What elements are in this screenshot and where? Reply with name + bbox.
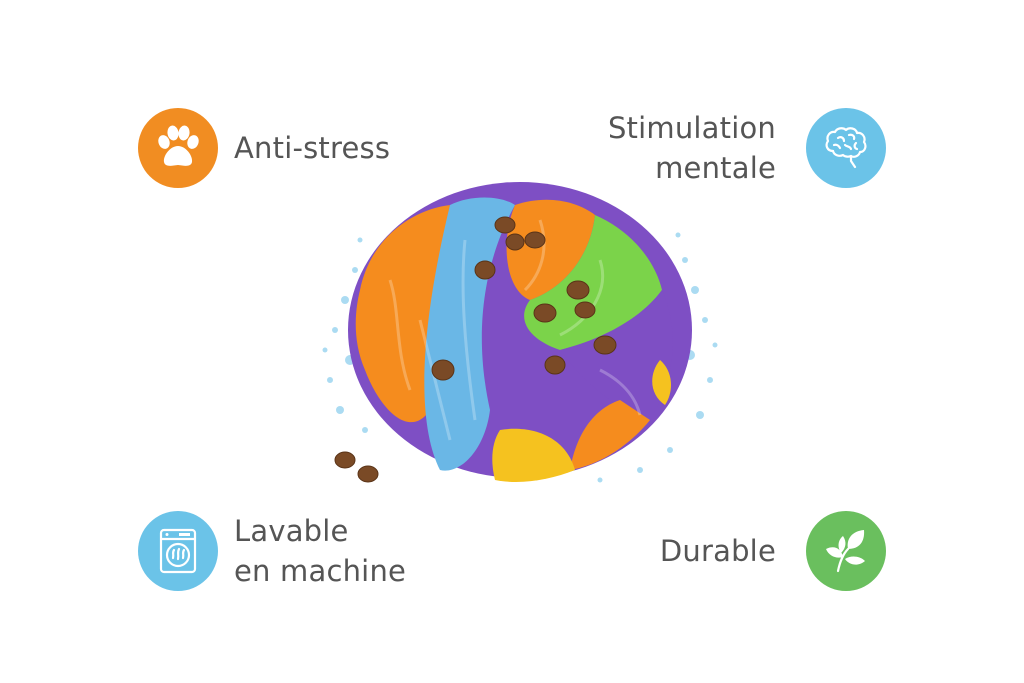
anti-stress-label: Anti-stress <box>234 131 391 165</box>
feature-stimulation: Stimulation mentale <box>608 108 886 188</box>
water-splash <box>322 232 718 483</box>
lavable-label: Lavable en machine <box>234 514 407 588</box>
washing-machine-icon <box>159 528 197 574</box>
brain-icon <box>825 127 867 169</box>
feature-durable: Durable <box>660 511 886 591</box>
stimulation-badge <box>806 108 886 188</box>
lavable-badge <box>138 511 218 591</box>
leaves-icon <box>826 530 865 573</box>
feature-anti-stress: Anti-stress <box>138 108 390 188</box>
stimulation-label: Stimulation mentale <box>607 111 776 185</box>
paw-icon <box>158 125 199 166</box>
anti-stress-badge <box>138 108 218 188</box>
feature-lavable: Lavable en machine <box>138 511 406 591</box>
durable-label: Durable <box>659 534 776 568</box>
durable-badge <box>806 511 886 591</box>
snuffle-ball-image <box>322 182 718 483</box>
kibble-treats <box>334 216 617 483</box>
